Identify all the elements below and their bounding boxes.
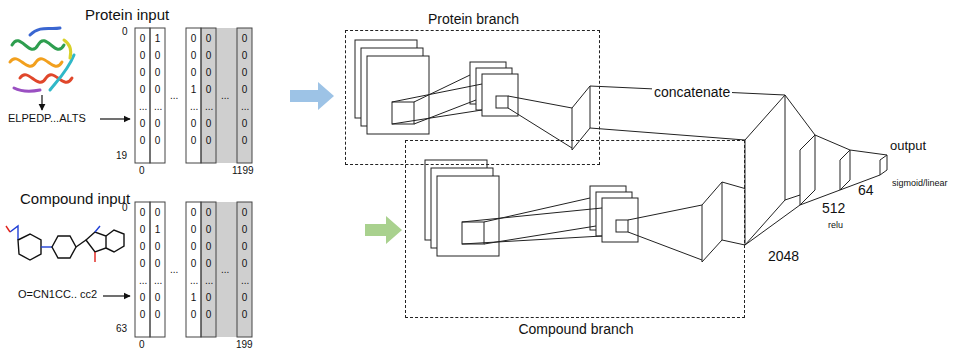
protein-conv-layers [355,40,590,150]
matrix-column [237,202,252,337]
matrix-column-values: 0 0 0 0 ... 0 0 [139,204,146,323]
matrix-column-values: 0 0 0 0 ... 1 0 [190,204,197,323]
branch-box: Protein branch [345,30,600,165]
compound-conv-layers [425,160,722,262]
sequence-text: ELPEDP...ALTS [8,112,86,125]
input-arrow [365,216,402,244]
diagram-label: O=CN1CC.. cc2 [18,288,97,301]
matrix-column-values: 0 0 0 0 ... 0 0 [241,30,248,149]
axis-number: 19 [116,150,127,162]
matrix-column [201,28,216,163]
matrix-column [135,202,150,337]
one-hot-matrices [135,28,252,337]
diagram-label: 199 [236,339,253,351]
matrix-column-values: 0 0 0 0 ... 0 0 [241,204,248,323]
input-arrow [290,82,334,110]
diagram-label: 2048 [768,248,799,265]
diagram-label: output [890,138,926,154]
matrix-column-values: 0 1 0 0 ... 0 0 [154,204,161,323]
branch-label: Protein branch [425,11,522,27]
diagram-label: 1199 [232,165,254,177]
diagram-label: 512 [822,200,845,217]
matrix-column-values: 0 0 0 0 ... 0 0 [205,204,212,323]
matrix-column-values: 1 0 0 0 ... 0 0 [154,30,161,149]
diagram-label: 0 [122,202,128,214]
diagram-label: ... [170,90,178,102]
diagram-label: 0 [139,165,145,177]
matrix-column-values: 0 0 0 0 ... 0 0 [205,30,212,149]
protein-structure [10,28,74,91]
dense-layers [590,86,887,245]
matrix-frame [135,202,252,337]
matrix-frame [135,28,252,163]
matrix-column [135,28,150,163]
branch-label: Compound branch [515,321,636,337]
arrow [100,118,130,119]
diagram-label: 0 [139,339,145,351]
section-title: Protein input [85,6,169,24]
padding-shade [201,28,252,163]
diagram-label: 64 [858,182,874,199]
diagram-label: 63 [116,323,127,335]
diagram-label: ... [221,264,229,276]
matrix-column [186,28,201,163]
matrix-column-values: 0 0 0 0 ... 0 0 [139,30,146,149]
compound-structure [6,226,124,262]
matrix-column [201,202,216,337]
arrow [41,95,42,110]
axis-number: 0 [122,26,128,38]
matrix-column [237,28,252,163]
matrix-column [186,202,201,337]
diagram-label: relu [828,220,843,231]
matrix-column [150,28,165,163]
matrix-column-values: 0 0 0 1 ... 0 0 [190,30,197,149]
diagram-label: concatenate [652,84,732,101]
matrix-column [150,202,165,337]
padding-shade [201,202,252,337]
diagram-label: ... [170,264,178,276]
branch-box: Compound branch [405,140,745,318]
arrow [103,295,130,296]
diagram-label: ... [221,90,229,102]
diagram-label: sigmoid/linear [892,178,948,189]
diagram-label: Compound input [20,190,130,208]
